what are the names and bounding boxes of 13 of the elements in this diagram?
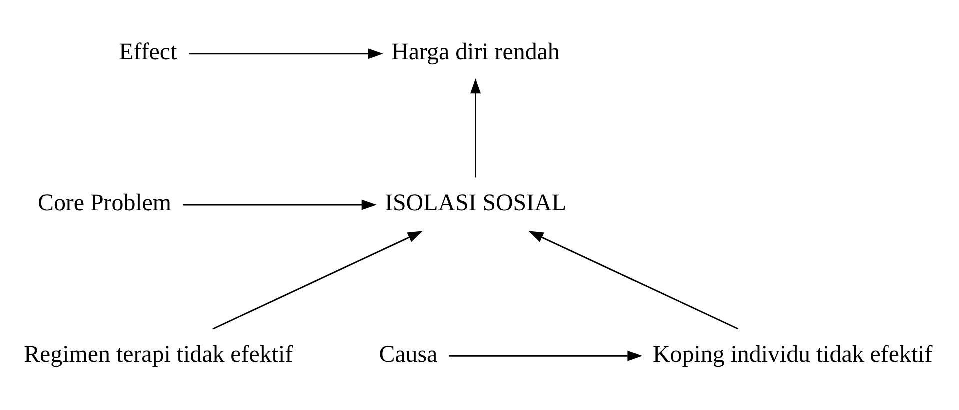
arrow [449, 350, 643, 362]
node-text: ISOLASI SOSIAL [385, 190, 566, 217]
node-text: Core Problem [38, 190, 172, 217]
node-text: Regimen terapi tidak efektif [24, 342, 294, 368]
node-text: Effect [119, 40, 178, 66]
arrow [212, 231, 423, 330]
arrow [183, 200, 377, 210]
arrow [470, 78, 481, 178]
arrow [528, 231, 739, 330]
node-text: Harga diri rendah [392, 40, 560, 66]
node-text: Koping individu tidak efektif [653, 342, 933, 368]
node-text: Causa [379, 342, 438, 368]
arrow [189, 48, 384, 60]
